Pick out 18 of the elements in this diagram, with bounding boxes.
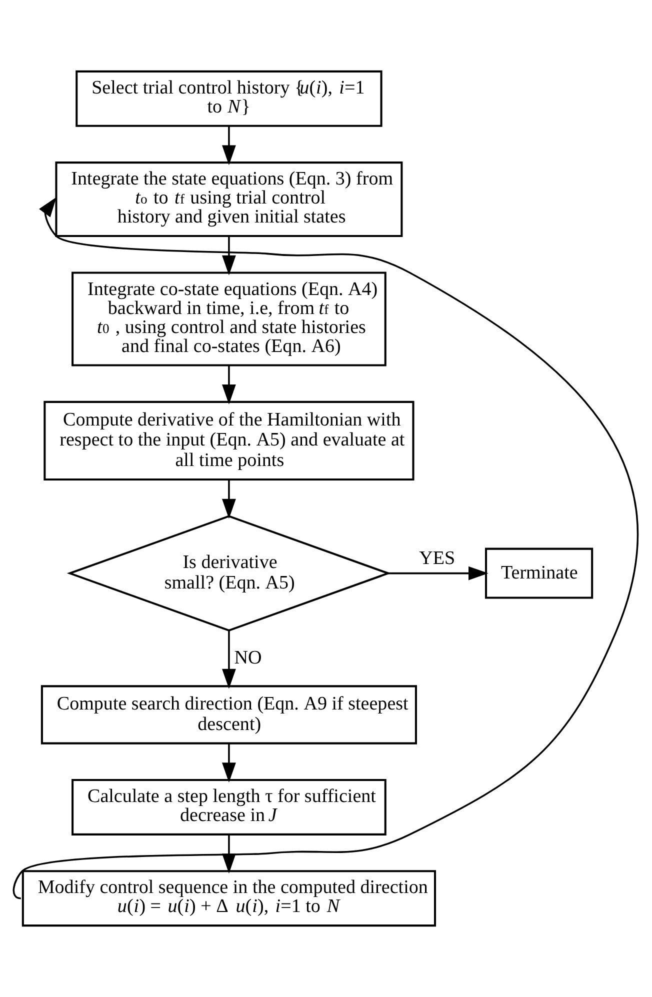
arrow bbox=[222, 126, 236, 166]
node-box: Integrate co-state equations (Eqn. A4) backward in time, i.e, from tf to t0 , using control and state histories and final co-states (Eqn. A6) bbox=[72, 272, 386, 366]
edge-label: NO bbox=[234, 647, 262, 668]
arrow bbox=[222, 236, 236, 276]
node-box: Select trial control history {u(i), i=1 to N} bbox=[76, 70, 382, 127]
node-box: Terminate bbox=[485, 548, 594, 599]
arrow bbox=[222, 365, 236, 404]
node-box: Compute derivative of the Hamiltonian with respect to the input (Eqn. A5) and evaluate at all time points bbox=[44, 400, 414, 480]
arrow bbox=[222, 630, 236, 689]
node-box: Modify control sequence in the computed direction u(i) = u(i) + Δ u(i), i=1 to N bbox=[22, 870, 436, 927]
arrow bbox=[388, 566, 488, 580]
edge-label: YES bbox=[419, 548, 456, 570]
node-box: Compute search direction (Eqn. A9 if steepest descent) bbox=[40, 685, 417, 744]
node-box: Calculate a step length τ for sufficient decrease in J bbox=[72, 779, 386, 836]
arrow bbox=[222, 744, 236, 783]
arrow bbox=[222, 480, 236, 519]
node-box: Integrate the state equations (Eqn. 3) from to to tf using trial control history and given initial states bbox=[55, 162, 403, 238]
node-diamond: Is derivative small? (Eqn. A5) bbox=[66, 515, 392, 632]
